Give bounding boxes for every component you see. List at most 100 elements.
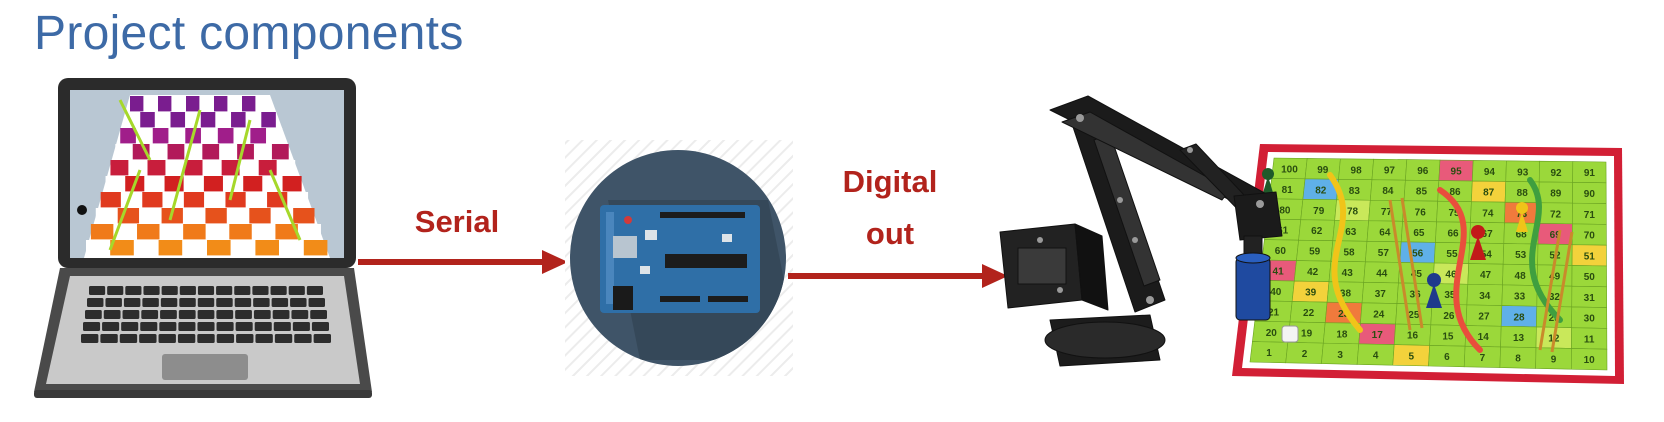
pyramid-cell (207, 240, 231, 256)
board-cell-number: 11 (1584, 334, 1595, 345)
pyramid-snake (228, 119, 252, 201)
board-cell-number: 54 (1481, 250, 1493, 261)
pyramid-cell (271, 144, 289, 160)
board-cell-number: 80 (1279, 205, 1291, 216)
keyboard-key (197, 310, 215, 319)
pyramid-cell (86, 240, 110, 256)
keyboard-key (235, 322, 253, 331)
board-cell-number: 20 (1266, 328, 1278, 339)
pyramid-cell (105, 176, 125, 192)
board-cell-number: 45 (1411, 269, 1423, 280)
pyramid-cell (144, 96, 158, 112)
pyramid-cell (215, 112, 231, 128)
board-cell-number: 67 (1482, 229, 1494, 240)
board-cell-number: 3 (1337, 350, 1343, 361)
pyramid-cell (201, 128, 218, 144)
keyboard-key (179, 298, 196, 307)
board-cell-number: 62 (1311, 226, 1323, 237)
pyramid-cell (231, 240, 255, 256)
keyboard-key (288, 286, 305, 295)
keyboard-key (179, 286, 196, 295)
board-cell-number: 25 (1408, 310, 1420, 321)
pyramid-snake (268, 169, 302, 241)
pyramid-cell (183, 192, 205, 208)
board-cell-number: 8 (1515, 354, 1521, 365)
keyboard-key (160, 298, 178, 307)
board-cell-number: 85 (1416, 187, 1428, 198)
pyramid-cell (100, 192, 121, 208)
keyboard-key (100, 334, 118, 343)
board-cell-number: 7 (1480, 353, 1486, 364)
board-cell-number: 83 (1349, 186, 1361, 197)
digital-out-label-line2: out (865, 216, 915, 251)
board-cell-number: 92 (1551, 168, 1563, 179)
pyramid-cell (110, 160, 129, 176)
board-cell-number: 18 (1336, 329, 1348, 340)
board-cell-number: 26 (1443, 311, 1455, 322)
pyramid-cell (130, 96, 144, 112)
pyramid-cell (167, 144, 185, 160)
keyboard-key (103, 310, 121, 319)
board-cell-number: 99 (1317, 165, 1329, 176)
keyboard-key (141, 310, 159, 319)
pyramid-cell (228, 96, 242, 112)
pyramid-cell (249, 208, 271, 224)
pyramid-cell (110, 240, 134, 256)
pyramid-cell (163, 192, 184, 208)
pyramid-cell (250, 128, 267, 144)
pyramid-snake (108, 169, 142, 251)
board-cell-number: 78 (1347, 206, 1359, 217)
keyboard-key (255, 334, 273, 343)
keyboard-key (140, 322, 158, 331)
keyboard-key (254, 322, 272, 331)
pyramid-cell (203, 160, 222, 176)
robot-arm-icon (999, 95, 1283, 367)
board-cell-number: 44 (1376, 268, 1388, 279)
pyramid-cell (184, 160, 203, 176)
keyboard-key (178, 310, 196, 319)
pyramid-cell (134, 240, 158, 256)
keyboard-key (216, 322, 234, 331)
board-cell-number: 86 (1450, 187, 1462, 198)
pyramid-cell (200, 112, 216, 128)
pyramid-cell (205, 208, 227, 224)
pyramid-cell (202, 144, 220, 160)
pyramid-cell (166, 160, 184, 176)
board-cell-number: 79 (1313, 206, 1325, 217)
pyramid-cell (221, 160, 240, 176)
board-cell-number: 57 (1378, 248, 1390, 259)
keyboard-key (161, 286, 178, 295)
keyboard-key (142, 298, 159, 307)
board-cell-number: 61 (1277, 226, 1289, 237)
keyboard-key (139, 334, 157, 343)
pyramid-cell (206, 224, 229, 240)
board-cell-number: 90 (1584, 189, 1596, 200)
pyramid-snake (168, 109, 202, 221)
board-cell-number: 19 (1301, 329, 1313, 340)
pyramid-cell (182, 240, 207, 256)
board-cell-number: 37 (1375, 289, 1387, 300)
page-title: Project components (34, 7, 464, 60)
board-cell-number: 59 (1309, 247, 1321, 258)
keyboard-key (107, 286, 124, 295)
board-cell-number: 81 (1282, 185, 1294, 196)
pyramid-cell (172, 96, 186, 112)
keyboard-key (252, 286, 269, 295)
board-cell-number: 36 (1410, 290, 1422, 301)
pyramid-cell (150, 144, 167, 160)
board-cell-number: 64 (1379, 227, 1391, 238)
keyboard-key (143, 286, 160, 295)
pyramid-cell (140, 112, 155, 128)
keyboard-key (291, 310, 309, 319)
keyboard-key (270, 286, 287, 295)
pyramid-cell (298, 224, 321, 240)
keyboard-key (159, 322, 177, 331)
board-cell-number: 47 (1480, 270, 1492, 281)
arduino-icon (565, 140, 793, 376)
pyramid-cell (160, 224, 183, 240)
pyramid-cell (95, 208, 118, 224)
touchpad (162, 354, 248, 380)
keyboard-key (235, 310, 252, 319)
pyramid-cell (204, 192, 225, 208)
